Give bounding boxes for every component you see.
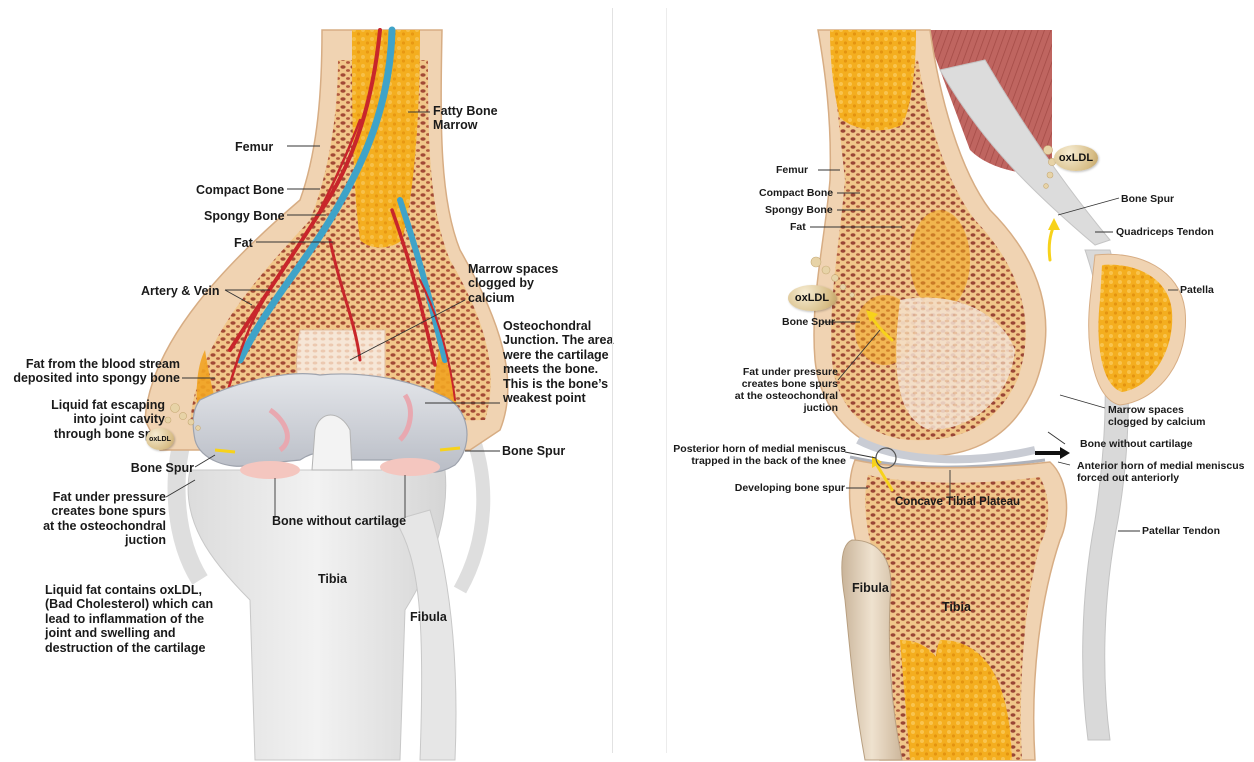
label-fat-pressure-lateral-line-4: juction: [735, 402, 838, 414]
label-liquid-escape-line-2: into joint cavity: [51, 412, 165, 426]
label-quadriceps-tendon: Quadriceps Tendon: [1116, 226, 1214, 238]
label-bone-spur-lateral-left: Bone Spur: [782, 316, 835, 328]
label-osteo-line-4: meets the bone.: [503, 362, 613, 376]
label-fat-blood-stream: Fat from the blood stream deposited into…: [13, 357, 180, 386]
oxldl-badge: oxLDL: [146, 428, 174, 450]
note-line-3: lead to inflammation of the: [45, 612, 213, 626]
label-marrow-clog-line-2: clogged by: [468, 276, 558, 290]
label-fat-under-pressure-lateral: Fat under pressure creates bone spurs at…: [735, 366, 838, 414]
oxldl-badge-left: oxLDL: [788, 285, 836, 311]
label-osteochondral-junction: Osteochondral Junction. The area were th…: [503, 319, 613, 405]
label-fatty-marrow-line-2: Marrow: [433, 118, 498, 132]
label-marrow-spaces-lateral: Marrow spaces clogged by calcium: [1108, 404, 1205, 428]
label-bone-without-cartilage-lateral: Bone without cartilage: [1080, 438, 1193, 450]
note-line-1: Liquid fat contains oxLDL,: [45, 583, 213, 597]
label-fat-blood-line-2: deposited into spongy bone: [13, 371, 180, 385]
label-anterior-horn: Anterior horn of medial meniscus forced …: [1077, 460, 1244, 484]
label-compact-bone: Compact Bone: [196, 183, 284, 197]
label-fat-pressure-line-2: creates bone spurs: [43, 504, 166, 518]
label-bone-without-cartilage: Bone without cartilage: [272, 514, 406, 528]
label-fat-pressure-line-4: juction: [43, 533, 166, 547]
label-bone-spur-right: Bone Spur: [502, 444, 565, 458]
label-artery-vein: Artery & Vein: [141, 284, 220, 298]
label-fat-pressure-lateral-line-2: creates bone spurs: [735, 378, 838, 390]
note-line-4: joint and swelling and: [45, 626, 213, 640]
label-marrow-lateral-line-2: clogged by calcium: [1108, 416, 1205, 428]
label-marrow-spaces-clogged: Marrow spaces clogged by calcium: [468, 262, 558, 305]
label-posterior-line-2: trapped in the back of the knee: [673, 455, 846, 467]
label-osteo-line-5: This is the bone’s: [503, 377, 613, 391]
label-posterior-horn: Posterior horn of medial meniscus trappe…: [673, 443, 846, 467]
label-fatty-bone-marrow: Fatty Bone Marrow: [433, 104, 498, 133]
panel-divider: [612, 8, 613, 753]
lateral-knee-diagram: Femur Compact Bone Spongy Bone Fat oxLDL…: [640, 0, 1254, 762]
label-fat-pressure-lateral-line-1: Fat under pressure: [735, 366, 838, 378]
lateral-knee-illustration: [640, 0, 1254, 762]
label-fat: Fat: [234, 236, 253, 250]
label-osteo-line-2: Junction. The area: [503, 333, 613, 347]
note-line-2: (Bad Cholesterol) which can: [45, 597, 213, 611]
label-liquid-escape-line-1: Liquid fat escaping: [51, 398, 165, 412]
label-osteo-line-3: were the cartilage: [503, 348, 613, 362]
label-femur: Femur: [235, 140, 273, 154]
label-spongy-bone-lateral: Spongy Bone: [765, 204, 833, 216]
label-marrow-clog-line-1: Marrow spaces: [468, 262, 558, 276]
label-fatty-marrow-line-1: Fatty Bone: [433, 104, 498, 118]
label-marrow-lateral-line-1: Marrow spaces: [1108, 404, 1205, 416]
label-marrow-clog-line-3: calcium: [468, 291, 558, 305]
label-osteo-line-6: weakest point: [503, 391, 613, 405]
label-posterior-line-1: Posterior horn of medial meniscus: [673, 443, 846, 455]
oxldl-note: Liquid fat contains oxLDL, (Bad Choleste…: [45, 583, 213, 655]
label-fat-under-pressure: Fat under pressure creates bone spurs at…: [43, 490, 166, 548]
label-concave-tibial-plateau: Concave Tibial Plateau: [895, 496, 1020, 509]
label-tibia-lateral: Tibia: [942, 600, 971, 614]
label-fat-blood-line-1: Fat from the blood stream: [13, 357, 180, 371]
label-fat-pressure-lateral-line-3: at the osteochondral: [735, 390, 838, 402]
note-line-5: destruction of the cartilage: [45, 641, 213, 655]
label-bone-spur-lateral-top: Bone Spur: [1121, 193, 1174, 205]
label-fibula: Fibula: [410, 610, 447, 624]
label-anterior-line-1: Anterior horn of medial meniscus: [1077, 460, 1244, 472]
label-fat-pressure-line-1: Fat under pressure: [43, 490, 166, 504]
label-spongy-bone: Spongy Bone: [204, 209, 285, 223]
label-patellar-tendon: Patellar Tendon: [1142, 525, 1220, 537]
label-fat-lateral: Fat: [790, 221, 806, 233]
label-fibula-lateral: Fibula: [852, 581, 889, 595]
label-tibia: Tibia: [318, 572, 347, 586]
frontal-knee-diagram: Femur Compact Bone Spongy Bone Fat Arter…: [0, 0, 612, 762]
label-bone-spur-left: Bone Spur: [131, 461, 194, 475]
label-patella: Patella: [1180, 284, 1214, 296]
label-compact-bone-lateral: Compact Bone: [759, 187, 833, 199]
label-anterior-line-2: forced out anteriorly: [1077, 472, 1244, 484]
oxldl-badge-top: oxLDL: [1054, 145, 1098, 171]
label-fat-pressure-line-3: at the osteochondral: [43, 519, 166, 533]
label-developing-bone-spur: Developing bone spur: [735, 482, 845, 494]
label-osteo-line-1: Osteochondral: [503, 319, 613, 333]
label-femur-lateral: Femur: [776, 164, 808, 176]
